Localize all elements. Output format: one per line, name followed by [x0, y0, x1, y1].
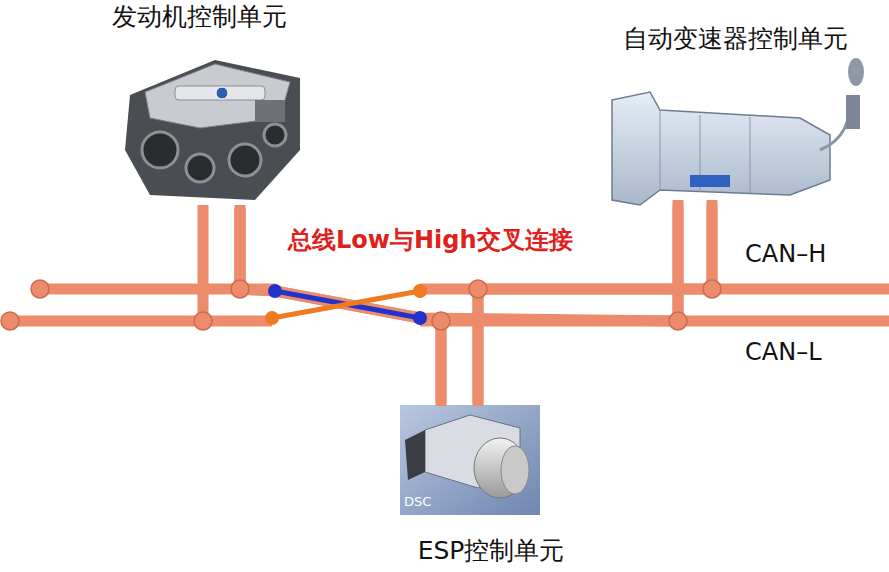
can-bus	[10, 200, 889, 406]
signal-name: CAN–L	[745, 338, 822, 367]
unit-title: 发动机控制单元	[108, 0, 291, 34]
signal-name: CAN–H	[745, 240, 826, 269]
can-connection	[240, 205, 678, 321]
esp-picture	[400, 405, 540, 515]
unit-title: 自动变速器控制单元	[619, 22, 852, 56]
part-marking: DSC	[404, 494, 431, 510]
engine-picture	[125, 60, 300, 200]
transmission-picture	[612, 58, 864, 205]
bus-junctions	[1, 280, 721, 330]
unit-title: ESP控制单元	[414, 534, 569, 568]
control-unit: ESP控制单元	[385, 403, 597, 568]
control-unit: 自动变速器控制单元	[585, 22, 885, 205]
control-unit: 发动机控制单元	[88, 0, 310, 208]
cross-connection-note: 总线Low与High交叉连接	[288, 226, 573, 255]
crossed-wires	[265, 284, 427, 325]
